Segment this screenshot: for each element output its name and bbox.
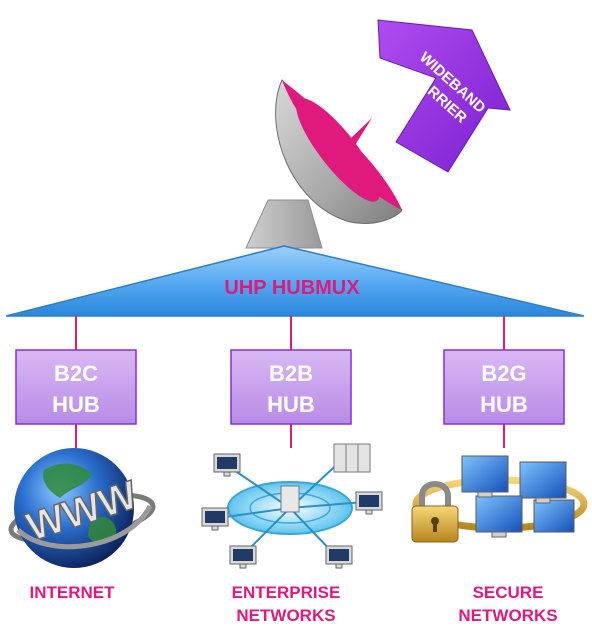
- wideband-carrier-arrow: [377, 19, 511, 173]
- output-enterprise-line1: ENTERPRISE: [232, 583, 341, 602]
- output-internet-line1: INTERNET: [30, 583, 116, 602]
- satellite-dish-icon: [245, 79, 403, 249]
- hubmux-label: UHP HUBMUX: [224, 277, 360, 299]
- globe-www-icon: WWW: [8, 448, 156, 568]
- hub-b2c-line1: B2C: [54, 361, 98, 386]
- hub-b2c-line2: HUB: [52, 392, 100, 417]
- output-secure-line2: NETWORKS: [458, 606, 557, 625]
- hub-b2b-line1: B2B: [269, 361, 313, 386]
- hub-b2b-line2: HUB: [267, 392, 315, 417]
- hub-box-b2g: B2G HUB: [443, 349, 565, 425]
- hub-b2g-line1: B2G: [481, 361, 526, 386]
- network-topology-icon: [201, 443, 383, 569]
- hub-box-b2b: B2B HUB: [230, 349, 352, 425]
- hub-b2g-line2: HUB: [480, 392, 528, 417]
- connector-lines: [75, 316, 505, 448]
- hubmux-block: UHP HUBMUX: [5, 245, 585, 317]
- secure-network-lock-icon: [411, 455, 588, 543]
- output-secure-line1: SECURE: [473, 583, 544, 602]
- hub-box-b2c: B2C HUB: [15, 349, 137, 425]
- output-enterprise-line2: NETWORKS: [236, 606, 335, 625]
